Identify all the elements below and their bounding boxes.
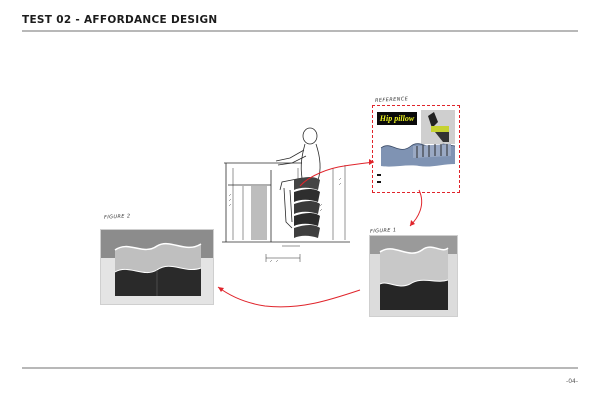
reference-image (380, 110, 456, 167)
reference-panel: Hip pillow (372, 105, 460, 193)
wavy-stool-front-image (101, 230, 213, 304)
arrow-sketch-to-reference (299, 161, 375, 187)
arrowhead-icon (218, 287, 224, 292)
figure-1-photo (369, 235, 458, 317)
figure-2-photo (100, 229, 214, 305)
page-title: TEST 02 - AFFORDANCE DESIGN (22, 14, 218, 26)
header-divider (22, 30, 578, 32)
stool-stack (294, 177, 320, 238)
hip-pillow-banner: Hip pillow (377, 112, 417, 125)
reference-note-2 (377, 181, 381, 183)
arrowhead-icon (369, 159, 374, 165)
arrow-reference-to-figure1 (409, 189, 423, 227)
arrowhead-icon (410, 220, 415, 226)
page-number: -04- (566, 378, 578, 385)
arrow-figure1-to-figure2 (217, 286, 361, 308)
footer-divider (22, 367, 578, 369)
reference-note-1 (377, 174, 381, 176)
wavy-stool-angled-image (370, 236, 457, 316)
